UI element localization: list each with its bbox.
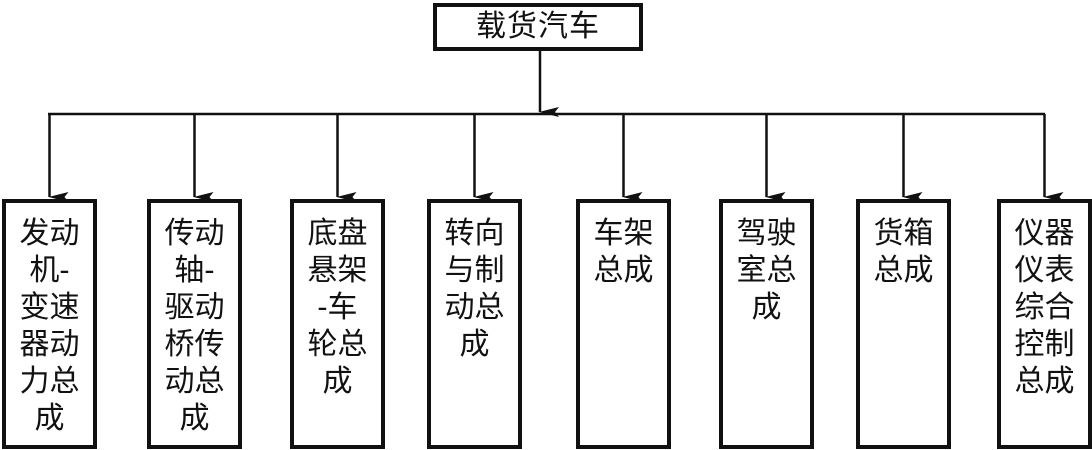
child-node-label: 仪器 仪表 综合 控制 总成	[1014, 216, 1075, 399]
child-node-label: 发动 机- 变速 器动 力总 成	[19, 216, 80, 436]
root-node: 载货汽车	[433, 3, 643, 51]
child-node-cargo-box: 货箱 总成	[856, 199, 951, 449]
child-node-steering-brake: 转向 与制 动总 成	[427, 199, 522, 449]
root-node-label: 载货汽车	[476, 9, 600, 44]
child-node-driveshaft-axle: 传动 轴- 驱动 桥传 动总 成	[147, 199, 242, 449]
child-node-label: 底盘 悬架 -车 轮总 成	[307, 216, 368, 399]
child-node-instrument-control: 仪器 仪表 综合 控制 总成	[997, 199, 1092, 449]
child-node-label: 驾驶 室总 成	[736, 216, 797, 325]
child-node-frame: 车架 总成	[576, 199, 671, 449]
child-node-label: 货箱 总成	[873, 216, 934, 288]
child-node-cab: 驾驶 室总 成	[719, 199, 814, 449]
child-node-label: 车架 总成	[593, 216, 654, 288]
child-arrows	[48, 114, 1064, 202]
child-node-label: 传动 轴- 驱动 桥传 动总 成	[164, 216, 225, 436]
child-node-label: 转向 与制 动总 成	[444, 216, 505, 362]
child-node-engine-transmission: 发动 机- 变速 器动 力总 成	[2, 199, 97, 449]
child-node-chassis-suspension-wheel: 底盘 悬架 -车 轮总 成	[290, 199, 385, 449]
